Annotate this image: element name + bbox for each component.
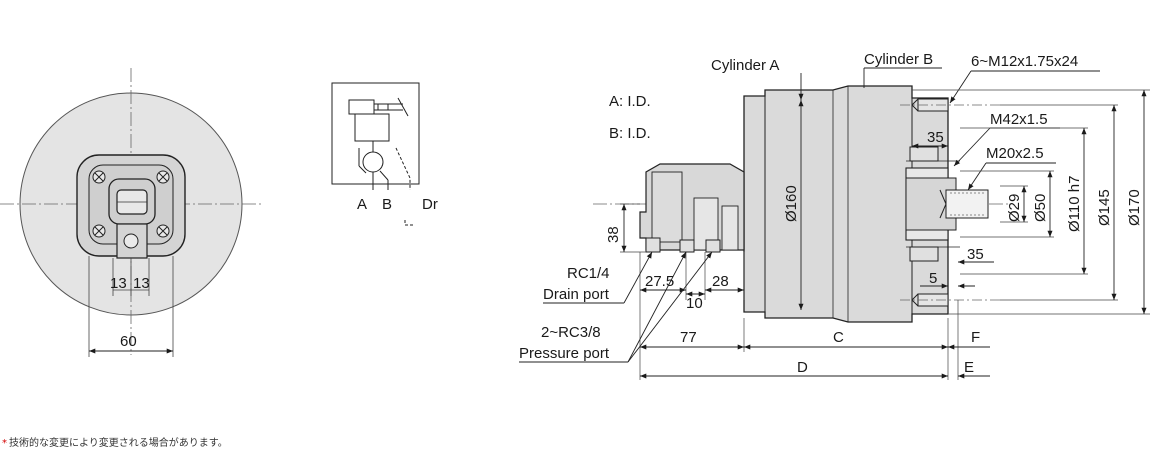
footnote-mark: * [2,438,7,449]
pressure-port-line2: Pressure port [519,345,610,362]
label-bolts: 6~M12x1.75x24 [971,53,1078,70]
label-m42: M42x1.5 [990,111,1048,128]
dia-50: Ø50 [1032,194,1049,222]
dim-e: E [964,359,974,376]
footnote: *技術的な変更により変更される場合があります。 [2,434,228,449]
drain-port-line1: RC1/4 [567,265,610,282]
front-view: 13 13 60 [0,68,262,357]
label-a-id: A: I.D. [609,93,651,110]
schematic-port-dr: Dr [422,196,438,213]
side-view: Cylinder A Cylinder B A: I.D. B: I.D. 6~… [519,51,1150,380]
dia-29: Ø29 [1006,194,1023,222]
drain-port-line2: Drain port [543,286,610,303]
front-dim-60: 60 [120,333,137,350]
hydraulic-schematic: A B Dr [331,82,438,226]
front-stem-hole [123,233,139,249]
schematic-check-ball [362,151,384,173]
dia-145: Ø145 [1096,189,1113,226]
footnote-text: 技術的な変更により変更される場合があります。 [9,438,228,449]
dia-110: Ø110 h7 [1066,176,1083,232]
schematic-frame [331,82,420,185]
front-screw-tr [156,170,170,184]
schematic-port-b: B [382,196,392,213]
dim-28: 28 [712,273,729,290]
piston-rod-thread [945,189,989,219]
label-cylinder-a: Cylinder A [711,57,779,74]
front-screw-bl [92,224,106,238]
dim-77: 77 [680,329,697,346]
label-b-id: B: I.D. [609,125,651,142]
dim-35-mid: 35 [967,246,984,263]
label-m20: M20x2.5 [986,145,1044,162]
pressure-port-stub-2 [705,239,721,253]
bolt-hole-top [900,98,1000,112]
pressure-port-stub-1 [679,239,695,253]
dim-10: 10 [686,295,703,312]
pressure-port-line1: 2~RC3/8 [541,324,601,341]
dia-160: Ø160 [783,185,800,222]
front-screw-tl [92,170,106,184]
drain-port-stub [645,237,661,253]
dim-d: D [797,359,808,376]
dim-38: 38 [605,226,622,243]
bolt-hole-bottom [900,293,1000,307]
front-dim-13-right: 13 [133,275,150,292]
dim-f: F [971,329,980,346]
dim-27-5: 27.5 [645,273,674,290]
dim-35-top: 35 [927,129,944,146]
dia-170: Ø170 [1126,189,1143,226]
label-cylinder-b: Cylinder B [864,51,933,68]
dim-5: 5 [929,270,937,287]
front-dim-13-left: 13 [110,275,127,292]
schematic-port-a: A [357,196,367,213]
dim-c: C [833,329,844,346]
front-screw-br [156,224,170,238]
